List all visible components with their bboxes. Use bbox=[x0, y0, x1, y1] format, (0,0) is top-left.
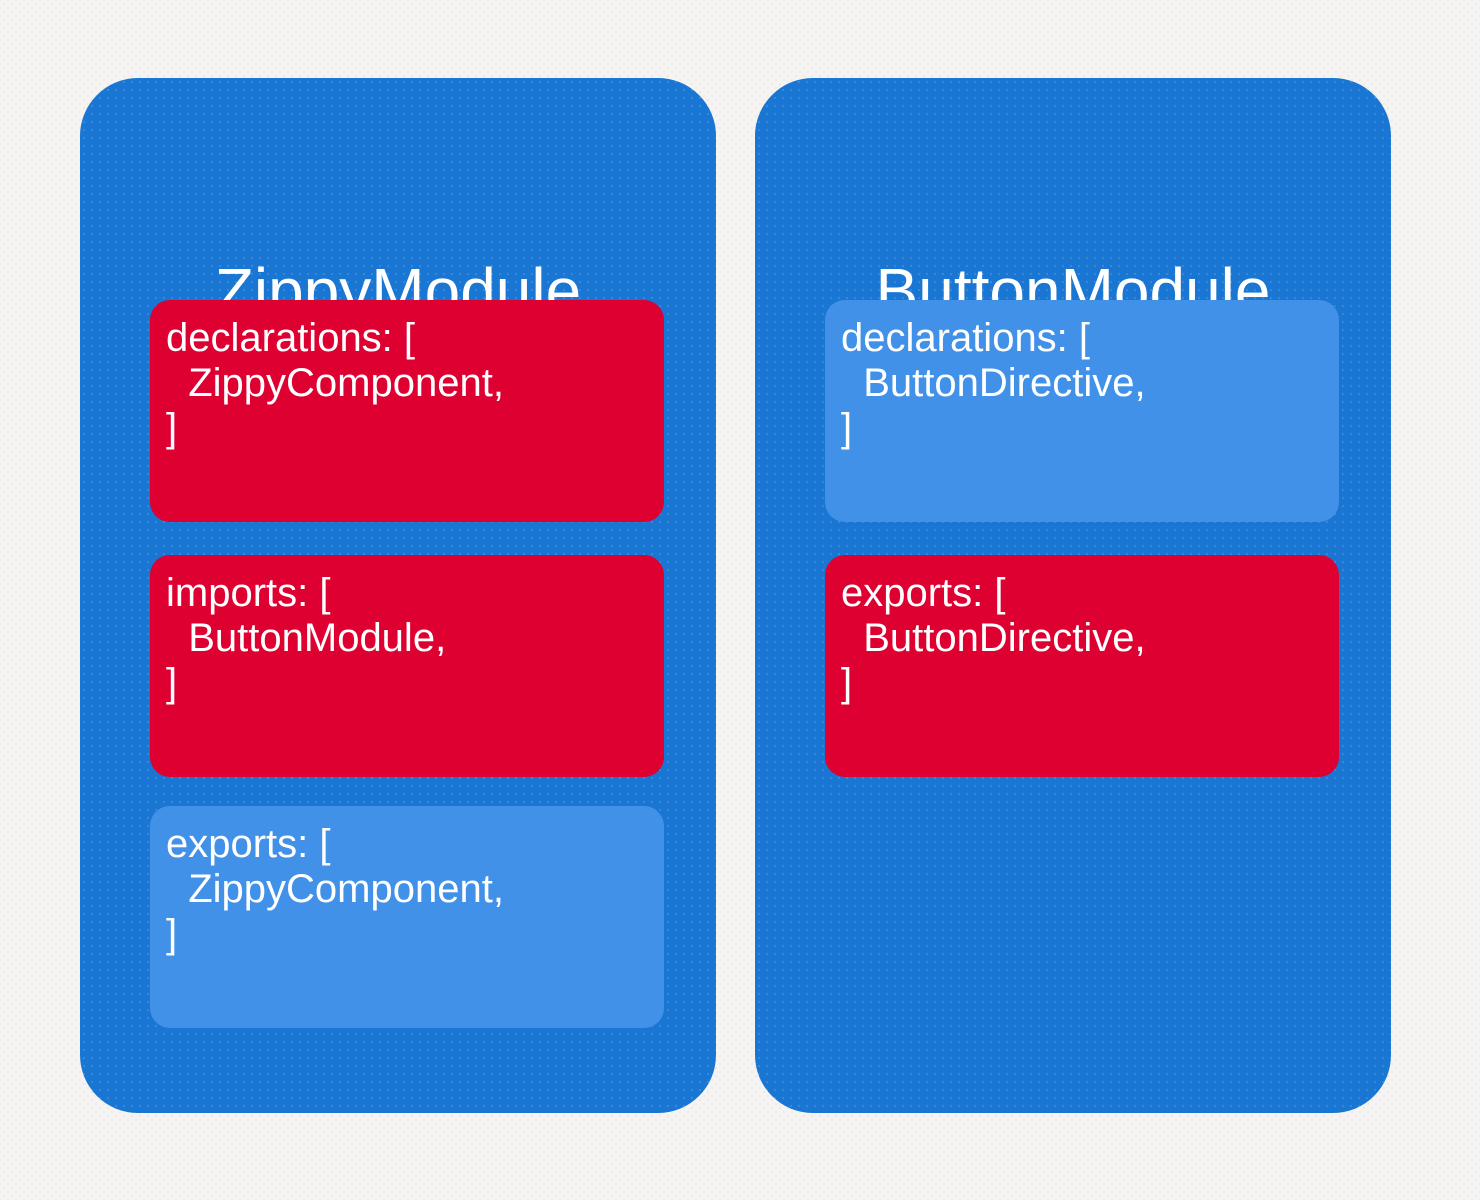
exports-box: exports: [ ZippyComponent, ] bbox=[150, 806, 664, 1028]
code-line: ZippyComponent, bbox=[166, 361, 504, 405]
code-line: ] bbox=[841, 661, 853, 705]
code-line: ] bbox=[841, 406, 853, 450]
code-line: ] bbox=[166, 406, 178, 450]
code-line: imports: [ bbox=[166, 571, 331, 615]
code-line: exports: [ bbox=[841, 571, 1006, 615]
code-line: exports: [ bbox=[166, 822, 331, 866]
code-line: ButtonDirective, bbox=[841, 361, 1146, 405]
code-line: ] bbox=[166, 912, 178, 956]
code-line: ZippyComponent, bbox=[166, 867, 504, 911]
module-card-zippy: ZippyModule declarations: [ ZippyCompone… bbox=[80, 78, 716, 1113]
exports-box: exports: [ ButtonDirective, ] bbox=[825, 555, 1339, 777]
declarations-box: declarations: [ ZippyComponent, ] bbox=[150, 300, 664, 522]
code-line: ButtonDirective, bbox=[841, 616, 1146, 660]
code-line: declarations: [ bbox=[841, 316, 1091, 360]
declarations-box: declarations: [ ButtonDirective, ] bbox=[825, 300, 1339, 522]
code-line: ] bbox=[166, 661, 178, 705]
code-line: declarations: [ bbox=[166, 316, 416, 360]
module-card-button: ButtonModule declarations: [ ButtonDirec… bbox=[755, 78, 1391, 1113]
imports-box: imports: [ ButtonModule, ] bbox=[150, 555, 664, 777]
code-line: ButtonModule, bbox=[166, 616, 447, 660]
